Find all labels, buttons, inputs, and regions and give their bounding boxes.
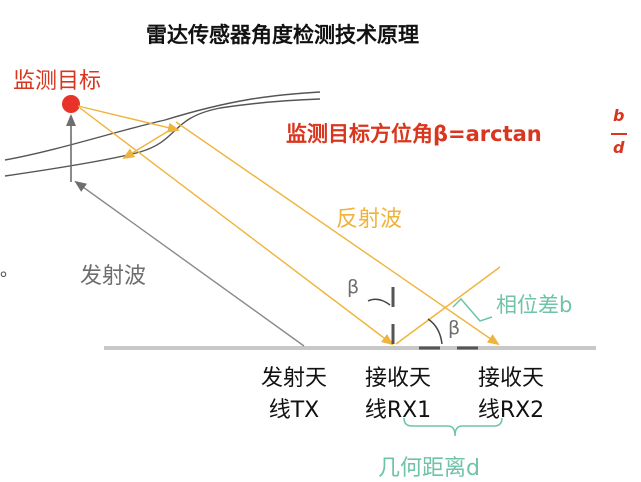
antenna-rx2-line2: 线RX2 xyxy=(477,398,545,423)
formula-numerator: b xyxy=(613,106,625,125)
antenna-tx-label: 发射天 线TX xyxy=(246,363,342,427)
antenna-tx-line2: 线TX xyxy=(268,398,320,423)
formula-fraction-bar xyxy=(611,133,627,135)
antenna-rx2-line1: 接收天 xyxy=(477,366,544,391)
phase-diff-label: 相位差b xyxy=(496,293,573,317)
reflected-ray-back xyxy=(122,129,171,160)
phase-diff-bracket xyxy=(452,297,493,322)
target-surface-lower xyxy=(4,98,321,177)
target-point xyxy=(62,95,80,113)
target-surface-upper xyxy=(4,91,321,161)
diagram-title: 雷达传感器角度检测技术原理 xyxy=(146,23,419,47)
wavefront-line xyxy=(395,266,501,345)
geometric-distance-bracket xyxy=(403,417,503,437)
beta-arc-1 xyxy=(367,298,391,306)
azimuth-formula: 监测目标方位角β=arctan xyxy=(286,122,542,146)
antenna-tx-line1: 发射天 xyxy=(260,366,327,391)
beta-arc-2 xyxy=(427,318,443,345)
beta-label-wavefront: β xyxy=(448,317,461,339)
antenna-rx2-label: 接收天 线RX2 xyxy=(463,363,559,427)
antenna-rx1-line2: 线RX1 xyxy=(364,398,432,423)
formula-denominator: d xyxy=(613,138,625,157)
emitted-wave-label: 发射波 xyxy=(80,264,147,289)
antenna-rx1-label: 接收天 线RX1 xyxy=(350,363,446,427)
reflected-ray-2 xyxy=(175,121,500,346)
antenna-rx1-line1: 接收天 xyxy=(364,366,431,391)
target-label: 监测目标 xyxy=(13,69,102,94)
reflected-wave-label: 反射波 xyxy=(336,207,403,232)
beta-label-incidence: β xyxy=(347,276,360,298)
geometric-distance-label: 几何距离d xyxy=(378,456,480,481)
emitted-wave-line xyxy=(74,180,305,347)
side-mark: 。 xyxy=(0,260,18,281)
reflected-ray-1 xyxy=(79,107,394,346)
reflected-ray-out xyxy=(77,105,180,133)
